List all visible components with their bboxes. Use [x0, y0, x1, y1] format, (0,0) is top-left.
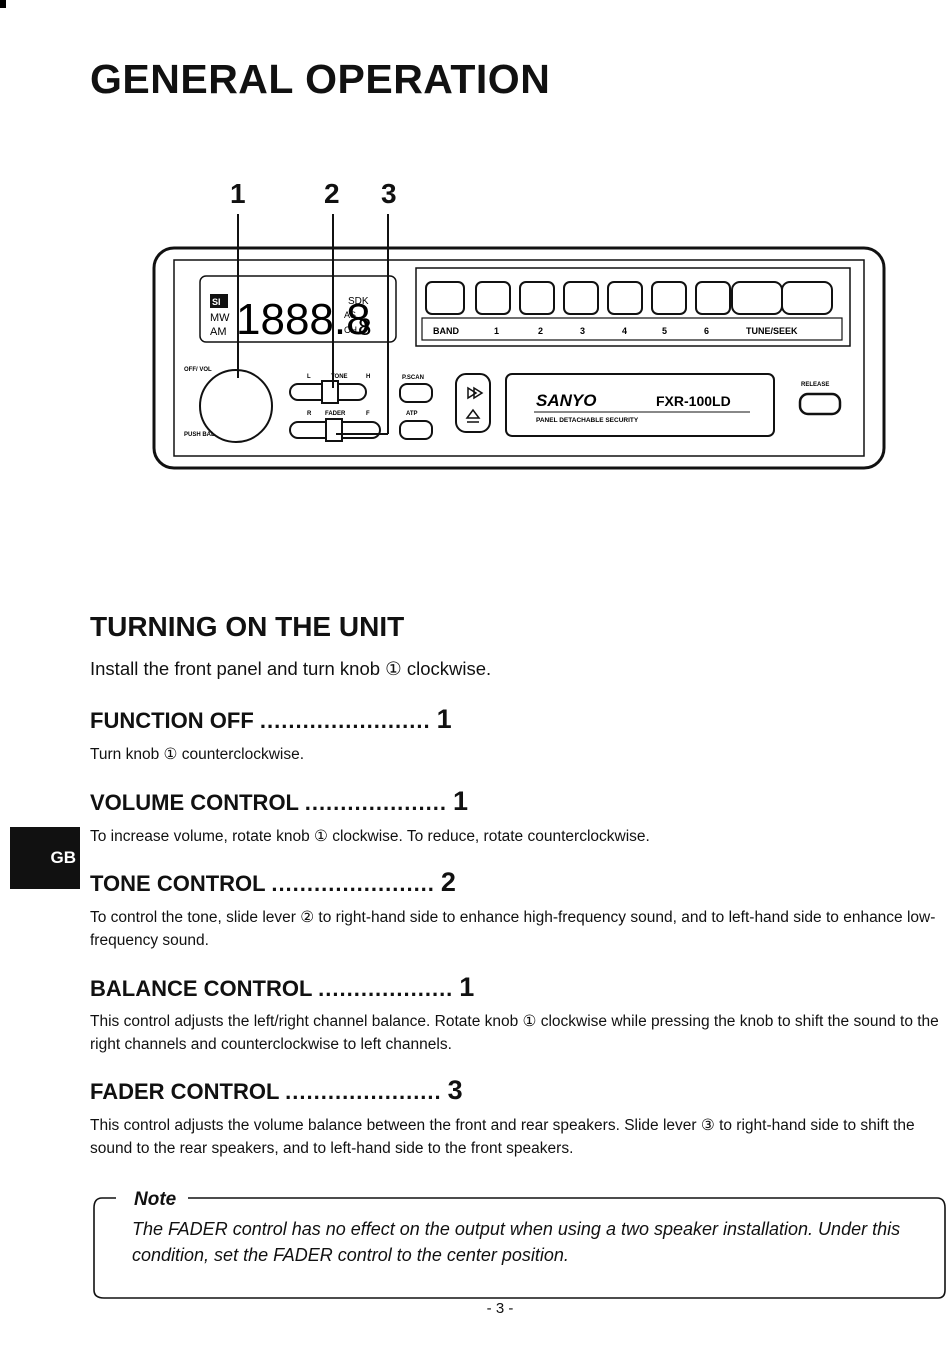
subsection-leader: ....................	[304, 790, 447, 815]
subsection-leader: ........................	[259, 708, 431, 733]
fader-slider-lever	[325, 418, 343, 442]
page-title: GENERAL OPERATION	[90, 56, 551, 102]
eject-icon	[465, 408, 481, 419]
subsection-label: TONE CONTROL	[90, 871, 266, 896]
preset-button-1	[475, 281, 511, 315]
fast-forward-icon	[467, 386, 478, 400]
callout-2: 2	[324, 178, 340, 209]
subsection-text-volume-control: To increase volume, rotate knob ① clockw…	[90, 828, 650, 845]
subsection-label: FUNCTION OFF	[90, 708, 254, 733]
subsection-leader: .......................	[271, 871, 435, 896]
knob-label-push-bal: PUSH BAL	[184, 432, 215, 438]
subsection-label: FADER CONTROL	[90, 1079, 280, 1104]
brand-logo: SANYO	[536, 391, 596, 410]
subsection-title-volume-control: VOLUME CONTROL ....................1	[90, 786, 468, 817]
fader-label-r: R	[307, 411, 312, 417]
pscan-label: P.SCAN	[402, 375, 424, 381]
tone-slider-lever	[321, 380, 339, 404]
preset-label-band: BAND	[433, 326, 459, 336]
tone-label-h: H	[366, 374, 370, 380]
preset-button-5	[651, 281, 687, 315]
lcd-frequency: 1888.8	[236, 295, 371, 344]
callout-1: 1	[230, 178, 246, 209]
subsection-ref: 3	[447, 1075, 463, 1105]
subsection-leader: ......................	[285, 1079, 442, 1104]
volume-knob	[199, 369, 273, 443]
subsection-title-tone-control: TONE CONTROL .......................2	[90, 867, 456, 898]
preset-label-5: 5	[662, 326, 667, 336]
subsection-title-function-off: FUNCTION OFF ........................1	[90, 704, 452, 735]
panel-detachable-text: PANEL DETACHABLE SECURITY	[536, 417, 639, 424]
radio-illustration: SI MW AM 1888.8 SDK AS CH 8 BAND 1 2 3 4…	[152, 214, 886, 470]
subsection-label: VOLUME CONTROL	[90, 790, 299, 815]
fader-label-fader: FADER	[325, 411, 346, 417]
preset-button-4	[607, 281, 643, 315]
subsection-text-balance-control: This control adjusts the left/right chan…	[90, 1013, 939, 1053]
lcd-band-mw: MW	[210, 312, 230, 324]
atp-button	[399, 420, 433, 440]
band-indicator-st	[210, 294, 228, 308]
preset-button-2	[519, 281, 555, 315]
section-intro: Install the front panel and turn knob ① …	[90, 658, 492, 679]
subsection-ref: 1	[459, 972, 475, 1002]
tone-label-tone: TONE	[331, 374, 348, 380]
preset-label-2: 2	[538, 326, 543, 336]
preset-label-1: 1	[494, 326, 499, 336]
section-title: TURNING ON THE UNIT	[90, 611, 405, 642]
lcd-sdk: SDK	[348, 296, 369, 307]
page-corner-mark	[0, 0, 6, 8]
subsection-ref: 1	[452, 786, 468, 816]
model-name: FXR-100LD	[656, 393, 731, 409]
atp-label: ATP	[406, 411, 418, 417]
page-number: - 3 -	[486, 1300, 514, 1317]
preset-label-strip	[421, 317, 843, 341]
subsection-title-balance-control: BALANCE CONTROL ...................1	[90, 972, 474, 1003]
preset-label-6: 6	[704, 326, 709, 336]
fader-label-f: F	[366, 411, 370, 417]
subsection-label: BALANCE CONTROL	[90, 976, 313, 1001]
subsection-leader: ...................	[318, 976, 454, 1001]
lcd-display	[199, 275, 397, 343]
callout-3: 3	[381, 178, 397, 209]
preset-label-tune-seek: TUNE/SEEK	[746, 326, 798, 336]
subsection-title-fader-control: FADER CONTROL ......................3	[90, 1075, 463, 1106]
tune-up-button	[781, 281, 833, 315]
preset-label-4: 4	[622, 326, 627, 336]
fast-forward-icon-2	[473, 386, 484, 400]
note-box: Note The FADER control has no effect on …	[92, 1189, 947, 1299]
pscan-button	[399, 383, 433, 403]
lcd-channel: 8	[358, 314, 371, 341]
lcd-ch: CH	[344, 325, 357, 335]
note-frame	[93, 1197, 946, 1299]
band-button	[425, 281, 465, 315]
note-label: Note	[130, 1189, 181, 1211]
release-button	[798, 392, 842, 416]
radio-front-panel-diagram: SI MW AM 1888.8 SDK AS CH 8 BAND 1 2 3 4…	[150, 178, 890, 478]
subsection-text-function-off: Turn knob ① counterclockwise.	[90, 746, 305, 763]
tune-down-button	[731, 281, 783, 315]
preset-buttons	[425, 281, 833, 315]
radio-inner-frame	[173, 259, 865, 457]
preset-panel	[415, 267, 851, 347]
language-tab-gb: GB	[10, 827, 80, 889]
knob-label-off-vol: OFF/ VOL	[184, 367, 212, 373]
release-label: RELEASE	[801, 382, 829, 388]
cassette-control-block	[455, 373, 491, 433]
tone-label-l: L	[307, 374, 311, 380]
subsection-ref: 2	[440, 867, 456, 897]
lcd-band-am: AM	[210, 326, 227, 338]
lcd-as: AS	[344, 310, 356, 320]
subsection-text-tone-control: To control the tone, slide lever ② to ri…	[90, 909, 936, 949]
subsection-ref: 1	[436, 704, 452, 734]
cassette-slot	[505, 373, 775, 437]
preset-button-6	[695, 281, 731, 315]
preset-label-3: 3	[580, 326, 585, 336]
subsection-text-fader-control: This control adjusts the volume balance …	[90, 1117, 915, 1157]
note-text: The FADER control has no effect on the o…	[132, 1219, 901, 1265]
preset-button-3	[563, 281, 599, 315]
lcd-band-sm: SI	[212, 297, 221, 307]
